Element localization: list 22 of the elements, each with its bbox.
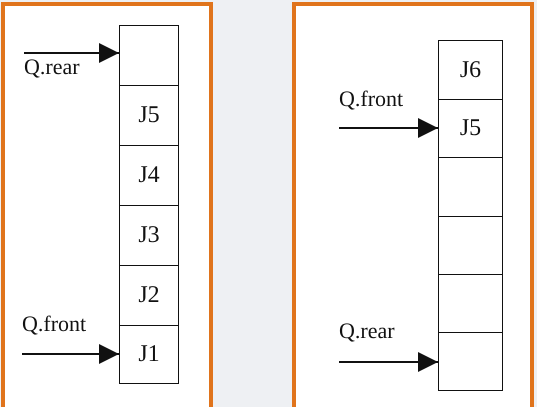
pointer-arrow bbox=[339, 352, 438, 372]
pointer-label: Q.rear bbox=[339, 320, 409, 344]
pointer-arrow bbox=[24, 43, 119, 63]
queue-cell: J1 bbox=[119, 325, 179, 384]
pointer-arrow bbox=[22, 344, 119, 364]
queue-cell bbox=[438, 216, 503, 275]
queue-cell bbox=[438, 332, 503, 391]
queue-cell: J4 bbox=[119, 145, 179, 206]
queue-cell: J2 bbox=[119, 265, 179, 326]
queue-cell: J5 bbox=[119, 85, 179, 146]
panel-frame bbox=[292, 2, 534, 407]
queue-cell bbox=[438, 157, 503, 217]
panel-frame bbox=[1, 2, 213, 407]
pointer-label: Q.front bbox=[339, 88, 419, 112]
queue-cell: J6 bbox=[438, 40, 503, 100]
queue-cell bbox=[119, 25, 179, 86]
queue-cell bbox=[438, 274, 503, 333]
pointer-label: Q.rear bbox=[24, 56, 94, 78]
queue-cell: J5 bbox=[438, 99, 503, 158]
pointer-arrow bbox=[339, 118, 438, 138]
queue-cell: J3 bbox=[119, 205, 179, 266]
pointer-label: Q.front bbox=[22, 313, 98, 337]
